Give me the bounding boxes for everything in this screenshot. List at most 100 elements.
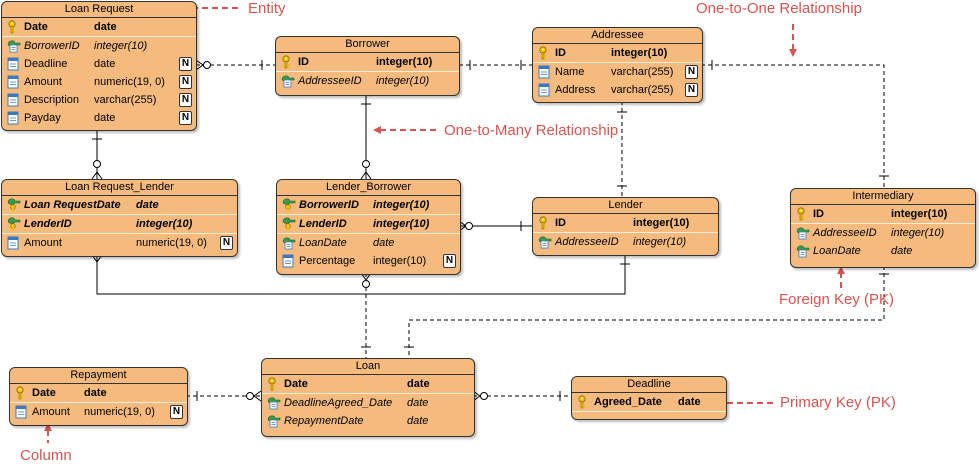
optional-marker	[93, 160, 101, 168]
column-name: Agreed_Date	[594, 396, 662, 408]
column-type: date	[373, 237, 395, 249]
column-type: integer(10)	[611, 47, 668, 59]
entity-title: Loan	[262, 359, 474, 375]
column-type: date	[891, 245, 913, 257]
primary-key-icon	[538, 216, 550, 230]
column-icon	[7, 93, 19, 107]
column-name: Address	[555, 84, 596, 96]
column-row[interactable]: ID integer(10)	[533, 44, 702, 63]
nullable-badge: N	[179, 57, 192, 71]
column-name: ID	[555, 47, 566, 59]
foreign-key-icon	[7, 39, 21, 53]
entity-title: Deadline	[572, 377, 726, 393]
column-type: date	[94, 21, 117, 33]
entity-title: Lender_Borrower	[277, 180, 460, 196]
foreign-key-icon	[281, 74, 295, 88]
column-type: integer(10)	[94, 40, 148, 52]
column-type: varchar(255)	[611, 84, 674, 96]
annotation-arrowhead	[373, 126, 381, 134]
optional-marker	[362, 280, 370, 288]
column-icon	[7, 111, 19, 125]
optional-marker	[246, 392, 254, 400]
column-name: Deadline	[24, 58, 68, 70]
nullable-badge: N	[170, 405, 183, 419]
column-type: varchar(255)	[611, 66, 674, 78]
column-type: integer(10)	[373, 199, 430, 211]
many-marker	[91, 254, 103, 263]
many-marker	[253, 390, 262, 402]
annotation-foreign-key: Foreign Key (PK)	[779, 291, 895, 308]
many-marker	[360, 171, 372, 180]
many-marker	[91, 171, 103, 180]
column-name: Payday	[24, 112, 61, 124]
column-name: LenderID	[299, 218, 347, 230]
column-name: AddresseeID	[813, 227, 877, 239]
nullable-badge: N	[220, 236, 233, 250]
optional-marker	[465, 222, 473, 230]
entity-title: Addressee	[533, 28, 702, 44]
annotation-arrowhead	[44, 423, 52, 431]
nullable-badge: N	[179, 93, 192, 107]
nullable-badge: N	[443, 254, 456, 268]
column-name: RepaymentDate	[284, 415, 364, 427]
column-icon	[7, 236, 19, 250]
column-name: Percentage	[299, 255, 356, 267]
column-type: integer(10)	[136, 218, 193, 230]
column-name: BorrowerID	[299, 199, 359, 211]
primary-key-icon	[15, 386, 27, 400]
nullable-badge: N	[685, 83, 698, 97]
primary-foreign-key-icon	[7, 217, 21, 231]
column-type: integer(10)	[891, 227, 945, 239]
annotation-arrowhead	[837, 266, 845, 274]
relationship-line	[96, 254, 626, 295]
column-row[interactable]: Address varchar(255) N	[533, 81, 702, 99]
column-icon	[7, 75, 19, 89]
entity-title: Intermediary	[791, 189, 975, 205]
column-name: Description	[24, 94, 80, 106]
foreign-key-icon	[538, 235, 552, 249]
column-name: Loan RequestDate	[24, 199, 121, 211]
foreign-key-icon	[796, 226, 810, 240]
column-row[interactable]: AddresseeID integer(10)	[791, 224, 975, 242]
column-name: ID	[298, 56, 309, 68]
column-row[interactable]: BorrowerID integer(10)	[277, 196, 460, 215]
nullable-badge: N	[179, 75, 192, 89]
column-name: Date	[284, 378, 308, 390]
primary-key-icon	[796, 207, 808, 221]
